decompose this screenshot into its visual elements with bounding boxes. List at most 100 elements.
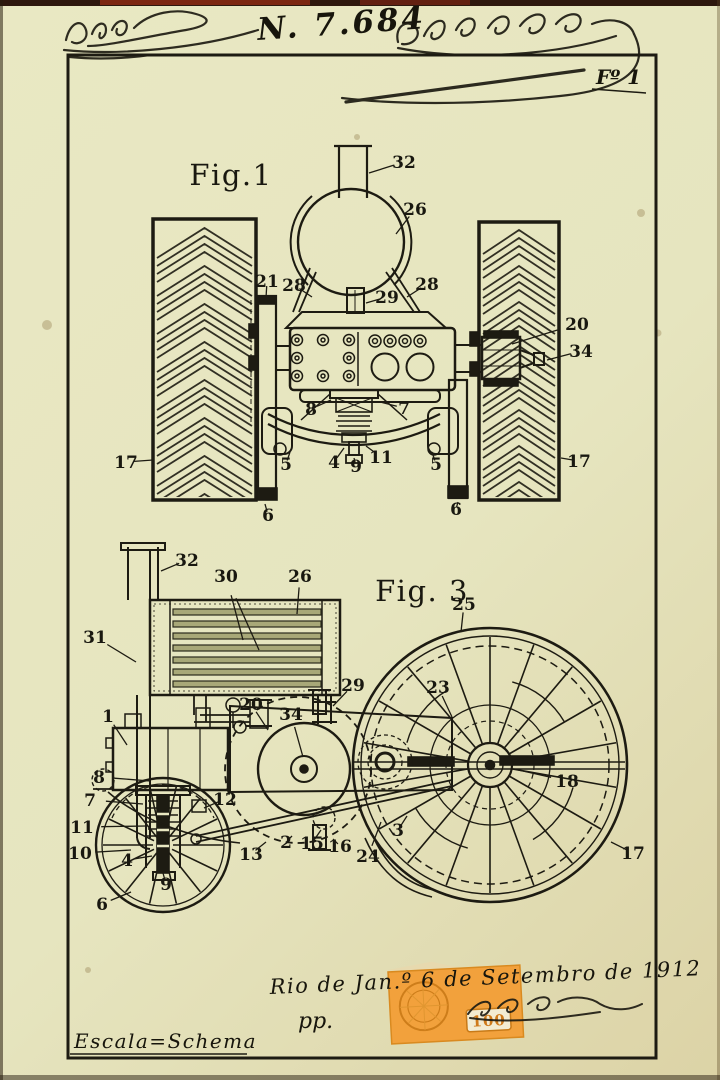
ref-label: 5: [280, 455, 292, 475]
ref-leader: [546, 353, 571, 361]
ref-label: 30: [214, 567, 238, 587]
ref-label: 24: [356, 847, 380, 867]
ref-leader: [299, 288, 313, 298]
fig3-chimney-cap: [120, 542, 166, 551]
scan-edge-red: [360, 0, 470, 5]
ref-leader: [365, 445, 377, 455]
ref-label: 6: [262, 506, 274, 526]
fig1-bolts: [290, 333, 435, 383]
ref-leader: [134, 459, 154, 463]
ref-leader: [162, 872, 166, 881]
fig1-drawing: [151, 144, 561, 502]
ref-label: 34: [279, 705, 303, 725]
signature-left: [62, 10, 260, 60]
ref-leader: [265, 286, 268, 299]
fig3-drawing: [91, 542, 629, 914]
ref-leader: [114, 777, 151, 782]
ref-leader: [406, 287, 422, 298]
fig1-axle-bracket: [427, 407, 459, 455]
ref-label: 11: [369, 448, 393, 468]
ref-label: 21: [255, 272, 279, 292]
paper-stain: [85, 967, 91, 973]
folio-underline: [591, 88, 647, 94]
ref-leader: [293, 726, 304, 758]
ref-label: 32: [175, 551, 199, 571]
ref-leader: [286, 451, 291, 461]
ref-label: 10: [68, 844, 92, 864]
fig1-boiler: [296, 187, 406, 297]
ref-label: 11: [70, 818, 94, 838]
scan-edge-red: [100, 0, 310, 5]
scan-edge-left: [0, 0, 3, 1080]
ref-label: 5: [430, 455, 442, 475]
paper-stain: [637, 209, 645, 217]
ref-label: 6: [96, 895, 108, 915]
ref-leader: [379, 401, 397, 407]
ref-leader: [235, 597, 260, 651]
fig1-left-wheel: [151, 217, 258, 502]
ref-label: 23: [426, 678, 450, 698]
fig1-oil-pan: [299, 389, 441, 403]
ref-leader: [101, 825, 147, 828]
fig1-axle-tip: [533, 352, 545, 366]
ref-label: 28: [282, 276, 306, 296]
ref-leader: [296, 587, 300, 615]
ref-label: 7: [398, 399, 410, 419]
ref-leader: [460, 612, 464, 633]
ref-leader: [513, 768, 552, 779]
fig1-left-wheel-tread: [156, 226, 253, 497]
fig3-tubes: [172, 608, 322, 688]
ref-leader: [400, 815, 408, 827]
fig1-block-flange: [283, 311, 449, 329]
scan-edge-bottom: [0, 1075, 720, 1080]
ref-label: 17: [567, 452, 591, 472]
ref-leader: [610, 841, 627, 851]
ref-label: 6: [450, 500, 462, 520]
ref-label: 34: [569, 342, 593, 362]
ref-leader: [106, 643, 137, 663]
ref-leader: [365, 298, 381, 304]
signature-right: [396, 13, 636, 57]
ref-leader: [264, 503, 268, 512]
fig1-left-post: [256, 294, 278, 498]
folio-number: Fº 1: [595, 65, 641, 89]
fig3-frame-plate: [229, 704, 453, 794]
ref-label: 29: [375, 288, 399, 308]
ref-label: 9: [160, 875, 172, 895]
ref-label: 3: [392, 821, 404, 841]
ref-leader: [255, 711, 269, 731]
ref-leader: [113, 724, 128, 746]
fig1-axles: [276, 344, 482, 373]
ref-leader: [110, 891, 132, 902]
ref-label: 26: [288, 567, 312, 587]
ref-leader: [255, 841, 267, 851]
ref-leader: [105, 800, 144, 805]
fig1-right-wheel: [477, 220, 561, 502]
fig3-engine-block: [111, 726, 230, 792]
fig1-boiler-struts: [292, 267, 421, 313]
fig3-rear-wheel: [351, 626, 629, 904]
ref-label: 31: [83, 628, 107, 648]
ref-leader: [441, 695, 453, 718]
pp-label: pp.: [298, 1009, 333, 1034]
ref-leader: [332, 690, 348, 707]
fig1-boiler-band: [289, 195, 313, 286]
ref-leader: [395, 216, 410, 235]
fig1-title: Fig.1: [189, 158, 272, 192]
ref-label: 4: [121, 851, 133, 871]
ref-leader: [368, 164, 394, 174]
ref-label: 20: [239, 695, 263, 715]
scale-note: Escala=Schema: [73, 1029, 257, 1053]
paper-stain: [42, 320, 52, 330]
fig1-hub-cap: [483, 378, 519, 387]
fig3-lubricator: [225, 697, 241, 713]
ref-leader: [431, 451, 436, 461]
ref-label: 2: [280, 833, 292, 853]
ref-label: 1: [102, 707, 114, 727]
ref-label: 16: [328, 837, 352, 857]
